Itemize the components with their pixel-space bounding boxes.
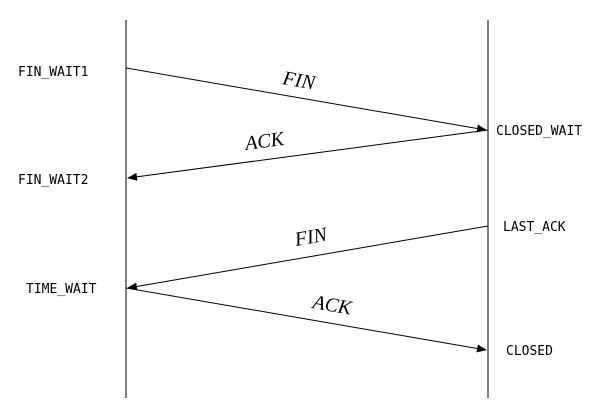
state-last-ack: LAST_ACK: [503, 220, 566, 235]
fin-label-1: FIN: [280, 67, 318, 95]
state-closed-wait: CLOSED_WAIT: [496, 124, 582, 139]
ack-arrow-2: [125, 287, 487, 353]
state-fin-wait2: FIN_WAIT2: [18, 173, 88, 188]
ack-arrow-1: [127, 129, 489, 181]
fin-arrow-2: [127, 225, 489, 291]
state-closed: CLOSED: [506, 344, 553, 359]
fin-arrow-1: [125, 67, 487, 133]
state-time-wait: TIME_WAIT: [26, 282, 97, 297]
fin-label-2: FIN: [292, 223, 330, 251]
ack-label-1: ACK: [242, 128, 287, 155]
state-fin-wait1: FIN_WAIT1: [18, 65, 88, 80]
ack-label-2: ACK: [309, 291, 355, 320]
